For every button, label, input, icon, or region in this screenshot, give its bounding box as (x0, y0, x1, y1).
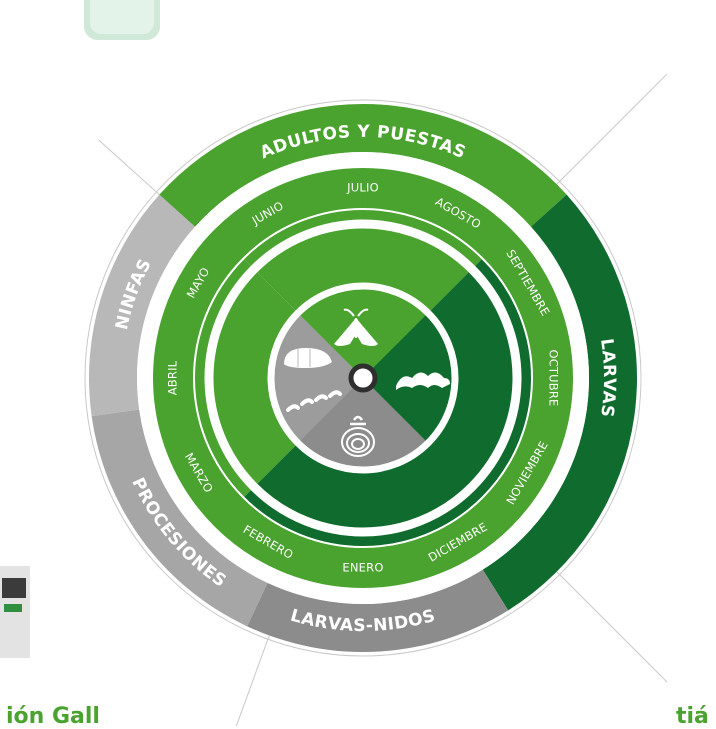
month-label-enero: ENERO (342, 561, 383, 575)
inner-white-band (204, 219, 522, 537)
segment-procesiones (91, 409, 268, 627)
segment-larvas-nidos (247, 569, 509, 652)
segment-larvas (482, 194, 637, 611)
month-label-julio: JULIO (346, 181, 379, 195)
procession-icon (286, 390, 342, 412)
pupa-icon (284, 348, 332, 368)
segment-ninfas (88, 194, 196, 417)
outer-ring (88, 104, 637, 652)
month-label-abril: ABRIL (166, 360, 180, 395)
outer-guide-circle (84, 99, 642, 657)
segment-larvas-label: LARVAS (596, 337, 619, 418)
product-box-image (0, 566, 30, 658)
nest-icon (341, 415, 375, 457)
segment-adultos-y-puestas (159, 104, 567, 227)
month-ring-inner-line (193, 208, 533, 548)
center-disc-border (267, 282, 459, 474)
caterpillar-icon (396, 372, 450, 390)
center-hole (348, 363, 378, 393)
center-quadrant-procession (271, 312, 363, 444)
bottom-right-partial-text: tiá (676, 704, 709, 729)
product-bottle-image (84, 0, 160, 40)
month-ring-outer-line (151, 166, 575, 590)
moth-icon (334, 308, 378, 346)
bottom-left-partial-text: ión Gall (6, 704, 100, 729)
month-label-octubre: OCTUBRE (547, 349, 561, 406)
